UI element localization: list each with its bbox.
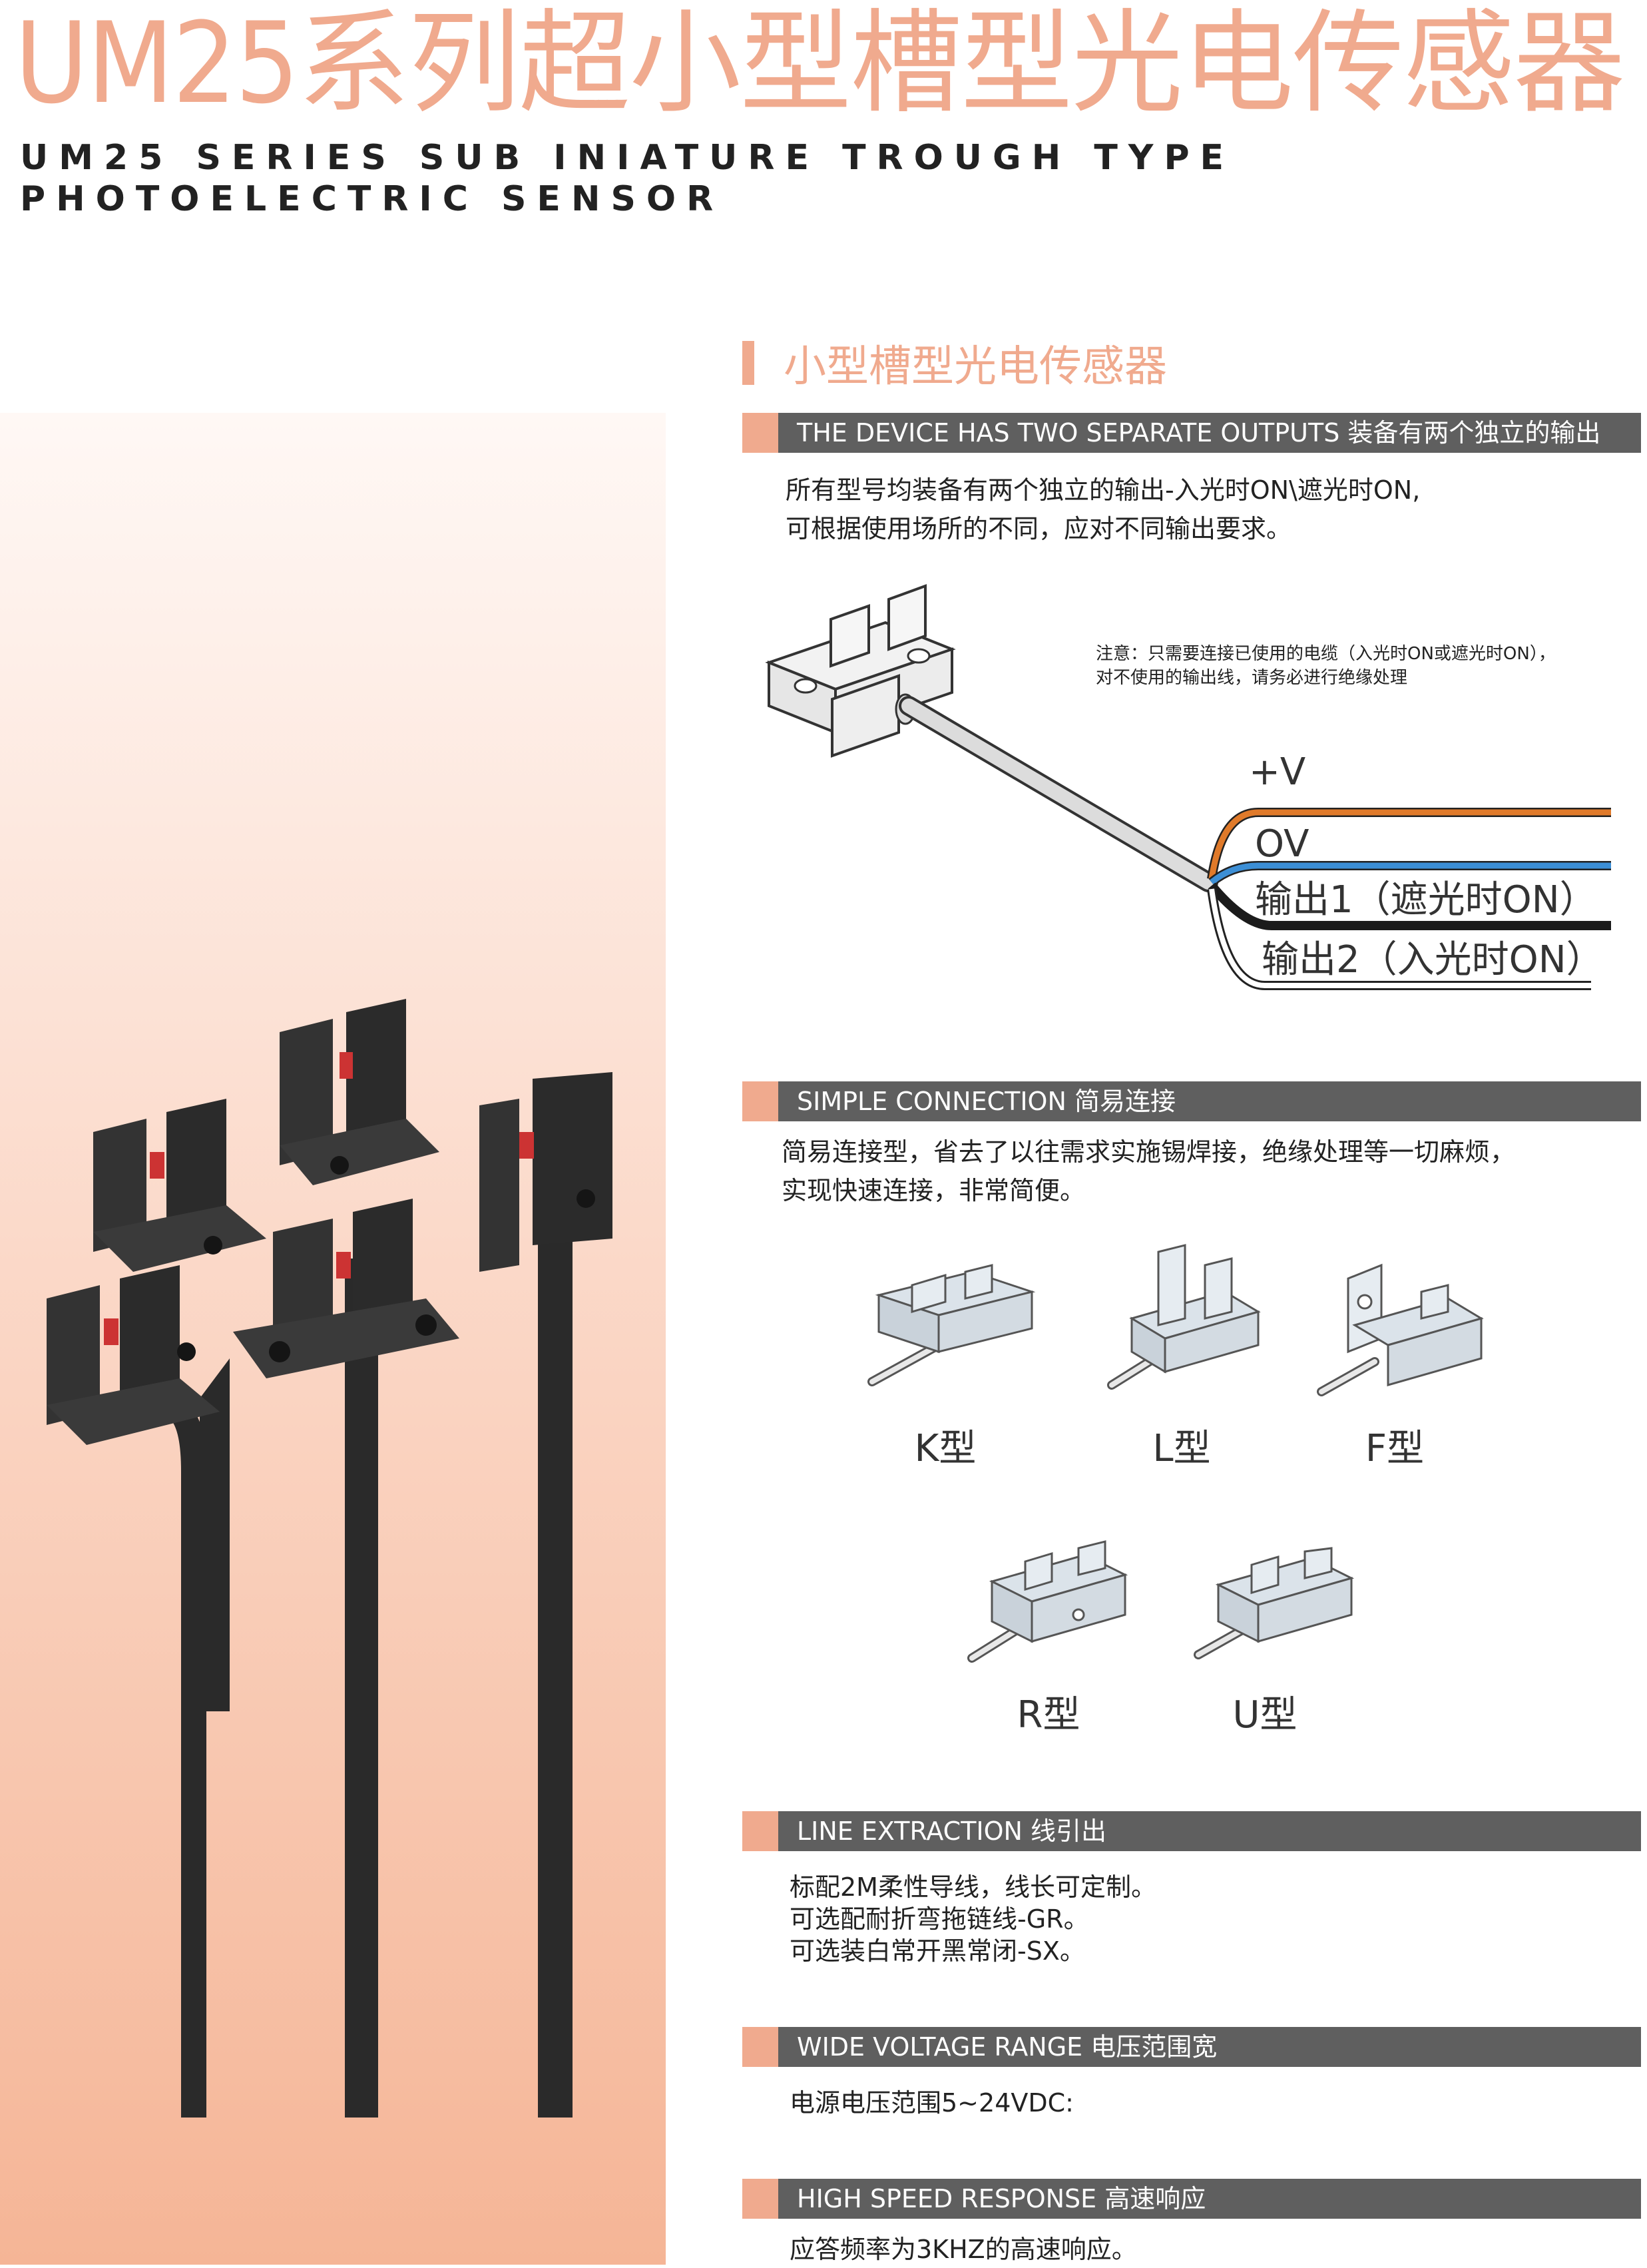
sensor-left <box>93 1099 266 1272</box>
line-extraction-text-line3: 可选装白常开黑常闭-SX。 <box>790 1936 1085 1966</box>
type-r-label: R型 <box>1017 1693 1080 1737</box>
type-k-label: K型 <box>914 1427 977 1470</box>
type-u-illustration <box>1194 1547 1355 1659</box>
band-accent <box>742 2179 778 2219</box>
wiring-sensor-illustration <box>765 584 956 758</box>
product-photo <box>47 999 612 2118</box>
band-two-outputs: THE DEVICE HAS TWO SEPARATE OUTPUTS 装备有两… <box>742 413 1641 453</box>
wiring-diagram <box>765 584 1611 990</box>
band-accent <box>742 2027 778 2067</box>
wire-label-plus-v: +V <box>1249 750 1306 794</box>
band-text: LINE EXTRACTION 线引出 <box>797 1817 1107 1846</box>
band-line-extraction: LINE EXTRACTION 线引出 <box>742 1811 1641 1851</box>
section-heading-accent-bar <box>742 341 754 385</box>
band-text: THE DEVICE HAS TWO SEPARATE OUTPUTS 装备有两… <box>797 418 1601 447</box>
outputs-text-line1: 所有型号均装备有两个独立的输出-入光时ON\遮光时ON, <box>786 475 1421 505</box>
wiring-note-line1: 注意：只需要连接已使用的电缆（入光时ON或遮光时ON）， <box>1096 644 1556 664</box>
wire-label-ov: OV <box>1255 822 1309 866</box>
line-extraction-text-line2: 可选配耐折弯拖链线-GR。 <box>790 1904 1089 1934</box>
wiring-note-line2: 对不使用的输出线，请务必进行绝缘处理 <box>1096 668 1408 688</box>
sensor-right <box>479 1072 612 1272</box>
band-accent <box>742 1811 778 1851</box>
page-subtitle-line1: UM25 SERIES SUB INIATURE TROUGH TYPE <box>20 138 1235 178</box>
type-k-illustration <box>867 1264 1036 1386</box>
sensor-center <box>233 1199 459 1378</box>
product-photo-panel <box>0 413 666 2265</box>
type-f-label: F型 <box>1365 1427 1425 1470</box>
connection-text-line1: 简易连接型，省去了以往需求实施锡焊接，绝缘处理等一切麻烦， <box>782 1137 1516 1167</box>
band-high-speed: HIGH SPEED RESPONSE 高速响应 <box>742 2179 1641 2219</box>
wire-label-output1: 输出1（遮光时ON） <box>1255 878 1597 922</box>
section-heading-text: 小型槽型光电传感器 <box>784 342 1167 392</box>
page-title: UM25系列超小型槽型光电传感器 <box>15 0 1625 129</box>
type-l-illustration <box>1107 1244 1261 1390</box>
type-r-illustration <box>967 1540 1128 1663</box>
type-l-label: L型 <box>1152 1427 1211 1470</box>
band-accent <box>742 1081 778 1121</box>
band-accent <box>742 413 778 453</box>
band-text: SIMPLE CONNECTION 简易连接 <box>797 1087 1176 1116</box>
band-text: HIGH SPEED RESPONSE 高速响应 <box>797 2184 1206 2213</box>
wire-label-output2: 输出2（入光时ON） <box>1262 938 1604 982</box>
band-simple-connection: SIMPLE CONNECTION 简易连接 <box>742 1081 1641 1121</box>
outputs-text-line2: 可根据使用场所的不同，应对不同输出要求。 <box>786 514 1292 543</box>
type-u-label: U型 <box>1232 1693 1297 1737</box>
section-heading: 小型槽型光电传感器 <box>742 333 1167 393</box>
voltage-text-line1: 电源电压范围5~24VDC: <box>790 2088 1074 2118</box>
sensor-top-middle <box>280 999 439 1185</box>
line-extraction-text-line1: 标配2M柔性导线，线长可定制。 <box>790 1872 1156 1902</box>
band-wide-voltage: WIDE VOLTAGE RANGE 电压范围宽 <box>742 2027 1641 2067</box>
connection-text-line2: 实现快速连接，非常简便。 <box>782 1176 1086 1205</box>
speed-text-line1: 应答频率为3KHZ的高速响应。 <box>790 2235 1137 2264</box>
band-text: WIDE VOLTAGE RANGE 电压范围宽 <box>797 2032 1218 2062</box>
sensor-lower-left <box>47 1265 220 1445</box>
type-f-illustration <box>1317 1263 1484 1396</box>
page-subtitle-line2: PHOTOELECTRIC SENSOR <box>20 179 724 219</box>
